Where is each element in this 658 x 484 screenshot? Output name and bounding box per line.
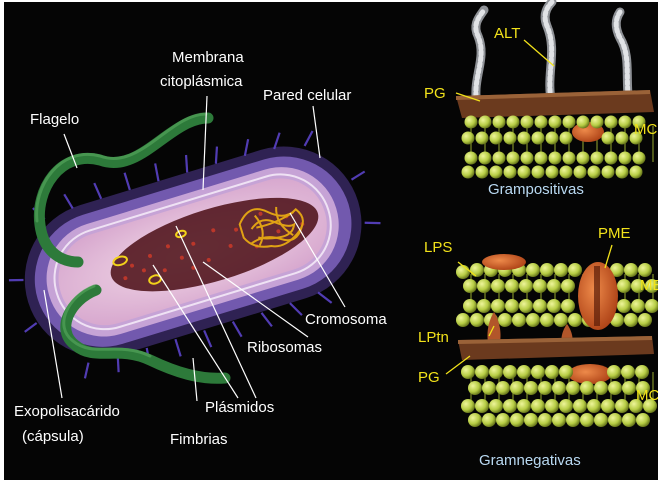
label-pme: PME [598,225,631,242]
label-membrana-line2: citoplásmica [160,73,243,90]
membrane-bilayer-top [462,116,655,179]
label-membrana-line1: Membrana [172,49,244,66]
label-mc-top: MC [634,121,657,138]
label-plasmidos: Plásmidos [205,399,274,416]
label-cromosoma: Cromosoma [305,311,387,328]
label-gramnegativas: Gramnegativas [479,452,581,469]
outer-membrane [456,254,658,330]
label-alt: ALT [494,25,520,42]
label-capsula: (cápsula) [22,428,84,445]
gram-negative-envelope [456,254,658,427]
label-flagelo: Flagelo [30,111,79,128]
label-ribosomas: Ribosomas [247,339,322,356]
label-pg-top: PG [424,85,446,102]
label-mc-bottom: MC [636,387,658,404]
gram-positive-envelope [456,2,654,179]
outer-membrane-protein [578,262,618,330]
lps-molecule [482,254,526,270]
bacterium-cell [0,106,401,398]
label-grampositivas: Grampositivas [488,181,584,198]
label-pg-bottom: PG [418,369,440,386]
membrane-bilayer-bottom [461,364,657,427]
label-lptn: LPtn [418,329,449,346]
label-pared-celular: Pared celular [263,87,351,104]
label-me: ME [640,277,658,294]
label-exopolisacarido: Exopolisacárido [14,403,120,420]
label-fimbrias: Fimbrias [170,431,228,448]
label-lps: LPS [424,239,452,256]
